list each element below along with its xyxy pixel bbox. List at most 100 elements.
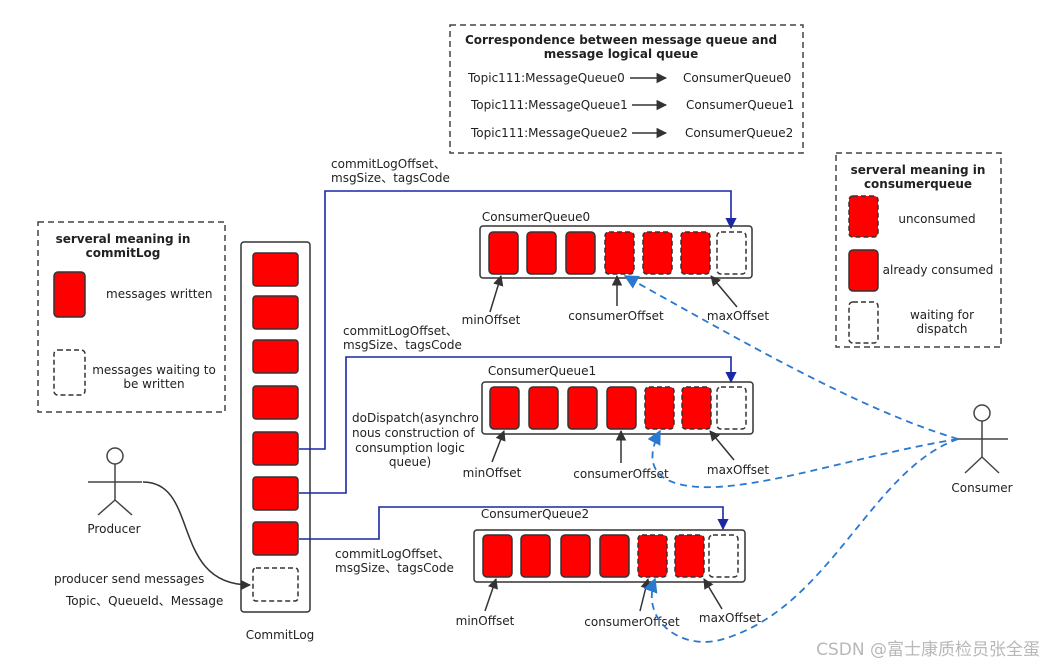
queue-2-max-offset-arrow: [703, 578, 723, 610]
commitlog-label: CommitLog: [246, 628, 315, 642]
consumer-queue-1: ConsumerQueue1 minOffset consumerOffset …: [463, 364, 770, 481]
commitlog-legend: serveral meaning in commitLog messages w…: [37, 221, 226, 413]
commitlog-container: [240, 241, 311, 613]
queue-1-consumer-offset-label: consumerOffset: [573, 467, 669, 481]
queue-entry-unconsumed: [642, 231, 673, 275]
do-dispatch-label-line1: doDispatch(asynchro: [352, 411, 479, 425]
consumer-queue-0-title: ConsumerQueue0: [482, 210, 590, 224]
commitlog-message: [252, 252, 299, 287]
queue-entry-consumed: [520, 534, 551, 578]
queue-2-min-offset-label: minOffset: [456, 614, 515, 628]
producer-send-label-line2: Topic、QueueId、Message: [65, 594, 223, 608]
consumer-queue-2-container: [473, 529, 746, 583]
consumer-queue-0: ConsumerQueue0 minOffset consumerOffset …: [462, 210, 770, 327]
consumerqueue-legend: serveral meaning in consumerqueue uncons…: [835, 152, 1002, 348]
queue-entry-consumed: [482, 534, 513, 578]
commitlog-pending-slot: [252, 567, 299, 602]
dispatch-links: commitLogOffset、 msgSize、tagsCode commit…: [299, 157, 737, 575]
queue-1-max-offset-arrow: [709, 430, 735, 461]
consumer-pull-arrow-queue0: [623, 275, 959, 440]
queue-entry-consumed: [567, 386, 598, 430]
legend-written-swatch: [53, 271, 86, 318]
queue-entry-unconsumed: [681, 386, 712, 430]
producer: Producer producer send messages Topic、Qu…: [54, 447, 252, 608]
consumer: Consumer: [623, 275, 1013, 643]
dispatch-link-queue0: [299, 190, 737, 450]
consumer-queue-2-mapping-label: ConsumerQueue2: [685, 126, 793, 140]
dispatch-label-1-line2: msgSize、tagsCode: [343, 338, 462, 352]
queue-entry-consumed: [526, 231, 557, 275]
legend-written-label: messages written: [106, 287, 212, 301]
producer-icon: [88, 447, 142, 516]
queue-1-min-offset-label: minOffset: [463, 466, 522, 480]
queue-0-min-offset-arrow: [489, 274, 504, 313]
queue-entry-waiting-dispatch: [716, 386, 747, 430]
dispatch-label-1-line1: commitLogOffset、: [343, 324, 458, 338]
commitlog-message: [252, 521, 299, 556]
dispatch-link-queue1: [299, 356, 737, 494]
queue-2-consumer-offset-label: consumerOffset: [584, 615, 680, 629]
legend-waiting-dispatch-line2: dispatch: [916, 322, 967, 336]
queue-entry-unconsumed: [644, 386, 675, 430]
legend-waiting-dispatch-line1: waiting for: [910, 308, 974, 322]
do-dispatch-label-line2: nous construction of: [352, 426, 475, 440]
queue-2-consumer-offset-arrow: [639, 577, 651, 612]
queue-entry-unconsumed: [674, 534, 705, 578]
queue-entry-consumed: [606, 386, 637, 430]
message-queue-1-label: Topic111:MessageQueue1: [470, 98, 628, 112]
queue-entry-unconsumed: [604, 231, 635, 275]
queue-entry-consumed: [560, 534, 591, 578]
producer-label: Producer: [87, 522, 140, 536]
do-dispatch-label-line4: queue): [389, 455, 431, 469]
dispatch-link-queue2: [299, 506, 729, 540]
consumerqueue-legend-title-line1: serveral meaning in: [851, 163, 986, 177]
commitlog-legend-title-line1: serveral meaning in: [56, 232, 191, 246]
dispatch-label-0-line2: msgSize、tagsCode: [331, 171, 450, 185]
consumer-icon: [956, 404, 1008, 474]
consumer-queue-1-mapping-label: ConsumerQueue1: [686, 98, 794, 112]
correspondence-title-line2: message logical queue: [544, 47, 698, 61]
dispatch-label-0-line1: commitLogOffset、: [331, 157, 446, 171]
queue-1-max-offset-label: maxOffset: [707, 463, 769, 477]
queue-1-min-offset-arrow: [491, 430, 506, 463]
message-queue-0-label: Topic111:MessageQueue0: [467, 71, 625, 85]
legend-unconsumed-label: unconsumed: [898, 212, 975, 226]
queue-0-min-offset-label: minOffset: [462, 313, 521, 327]
commitlog-message: [252, 295, 299, 330]
queue-entry-unconsumed: [680, 231, 711, 275]
consumer-queue-2-title: ConsumerQueue2: [481, 507, 589, 521]
commitlog: CommitLog: [240, 241, 315, 642]
queue-0-max-offset-arrow: [710, 275, 738, 308]
consumer-pull-arrow-queue2: [643, 438, 959, 643]
do-dispatch-label-line3: consumption logic: [355, 441, 465, 455]
queue-entry-consumed: [599, 534, 630, 578]
commitlog-message: [252, 431, 299, 466]
queue-entry-consumed: [528, 386, 559, 430]
commitlog-message: [252, 476, 299, 511]
consumer-label: Consumer: [951, 481, 1012, 495]
consumerqueue-legend-title-line2: consumerqueue: [864, 177, 972, 191]
queue-2-max-offset-label: maxOffset: [699, 611, 761, 625]
watermark: CSDN @富士康质检员张全蛋: [816, 640, 1040, 660]
legend-consumed-swatch: [848, 249, 879, 292]
commitlog-message: [252, 385, 299, 420]
commitlog-legend-title-line2: commitLog: [86, 246, 161, 260]
queue-0-max-offset-label: maxOffset: [707, 309, 769, 323]
queue-entry-consumed: [489, 386, 520, 430]
commitlog-message: [252, 339, 299, 374]
consumer-pull-arrow-queue1: [647, 429, 959, 489]
queue-0-consumer-offset-label: consumerOffset: [568, 309, 664, 323]
queue-entry-consumed: [488, 231, 519, 275]
queue-entry-unconsumed: [637, 534, 668, 578]
legend-waiting-label-line1: messages waiting to: [92, 363, 216, 377]
consumer-queue-0-mapping-label: ConsumerQueue0: [683, 71, 791, 85]
correspondence-title-line1: Correspondence between message queue and: [465, 33, 777, 47]
message-queue-2-label: Topic111:MessageQueue2: [470, 126, 628, 140]
legend-consumed-label: already consumed: [883, 263, 994, 277]
legend-unconsumed-swatch: [848, 195, 879, 238]
dispatch-label-2-line2: msgSize、tagsCode: [335, 561, 454, 575]
consumer-queue-1-title: ConsumerQueue1: [488, 364, 596, 378]
producer-send-label-line1: producer send messages: [54, 572, 204, 586]
correspondence-box: Correspondence between message queue and…: [449, 24, 804, 154]
